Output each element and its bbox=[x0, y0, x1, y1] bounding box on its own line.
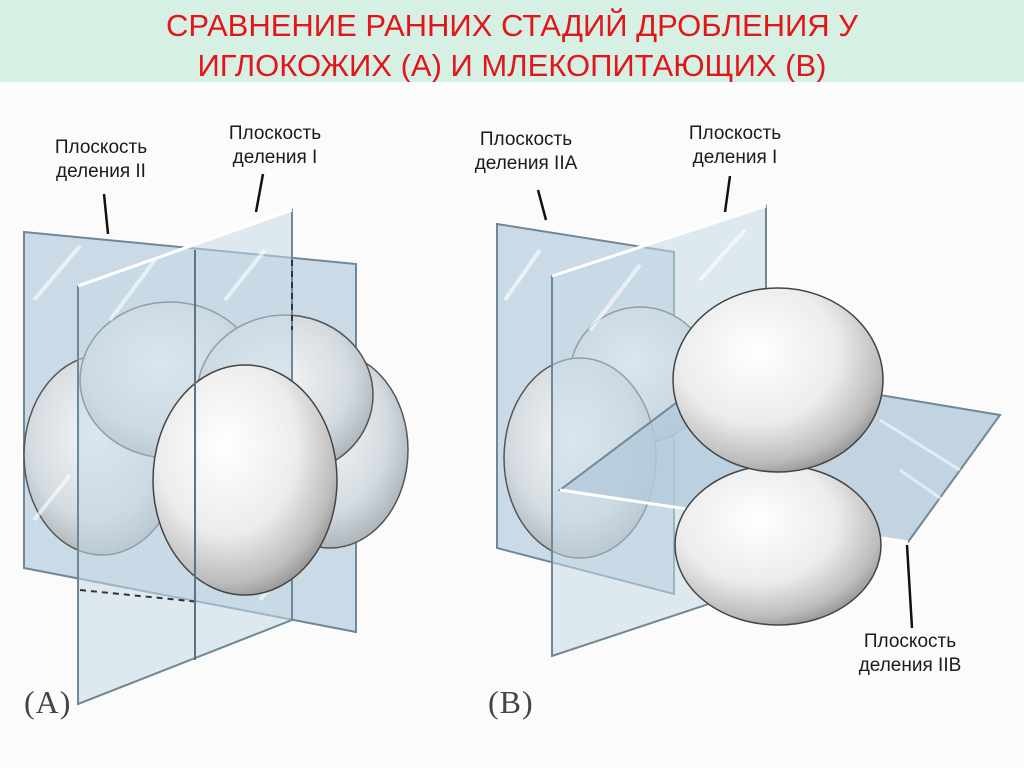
title-band bbox=[0, 0, 1024, 82]
page-title: СРАВНЕНИЕ РАННИХ СТАДИЙ ДРОБЛЕНИЯ У ИГЛО… bbox=[0, 6, 1024, 86]
panel-b-drawing bbox=[496, 175, 1002, 658]
b-plane-1-pointer bbox=[723, 175, 732, 213]
panel-label-a: (A) bbox=[24, 684, 72, 720]
title-line-1: СРАВНЕНИЕ РАННИХ СТАДИЙ ДРОБЛЕНИЯ У bbox=[166, 8, 858, 43]
b-plane-2b-pointer bbox=[905, 544, 914, 629]
b-blastomere-front-lower bbox=[674, 464, 882, 626]
panel-a-drawing bbox=[23, 173, 409, 706]
panel-label-b: (B) bbox=[488, 684, 534, 720]
label-b-plane-1: Плоскость деления I bbox=[688, 123, 782, 168]
label-b-plane-2b: Плоскость деления IIB bbox=[858, 631, 962, 676]
b-plane-2a-pointer bbox=[536, 189, 548, 221]
b-blastomere-front-upper bbox=[672, 287, 884, 473]
a-plane-1-pointer bbox=[254, 173, 265, 213]
a-plane-2-pointer bbox=[102, 193, 110, 235]
label-a-plane-1: Плоскость деления I bbox=[228, 123, 322, 168]
a-blastomere-front bbox=[152, 364, 338, 596]
label-a-plane-2: Плоскость деления II bbox=[54, 137, 148, 182]
label-b-plane-2a: Плоскость деления IIA bbox=[474, 129, 578, 174]
title-line-2: ИГЛОКОЖИХ (А) И МЛЕКОПИТАЮЩИХ (В) bbox=[197, 48, 827, 83]
a-plane-2-hidden-edge bbox=[79, 589, 201, 603]
